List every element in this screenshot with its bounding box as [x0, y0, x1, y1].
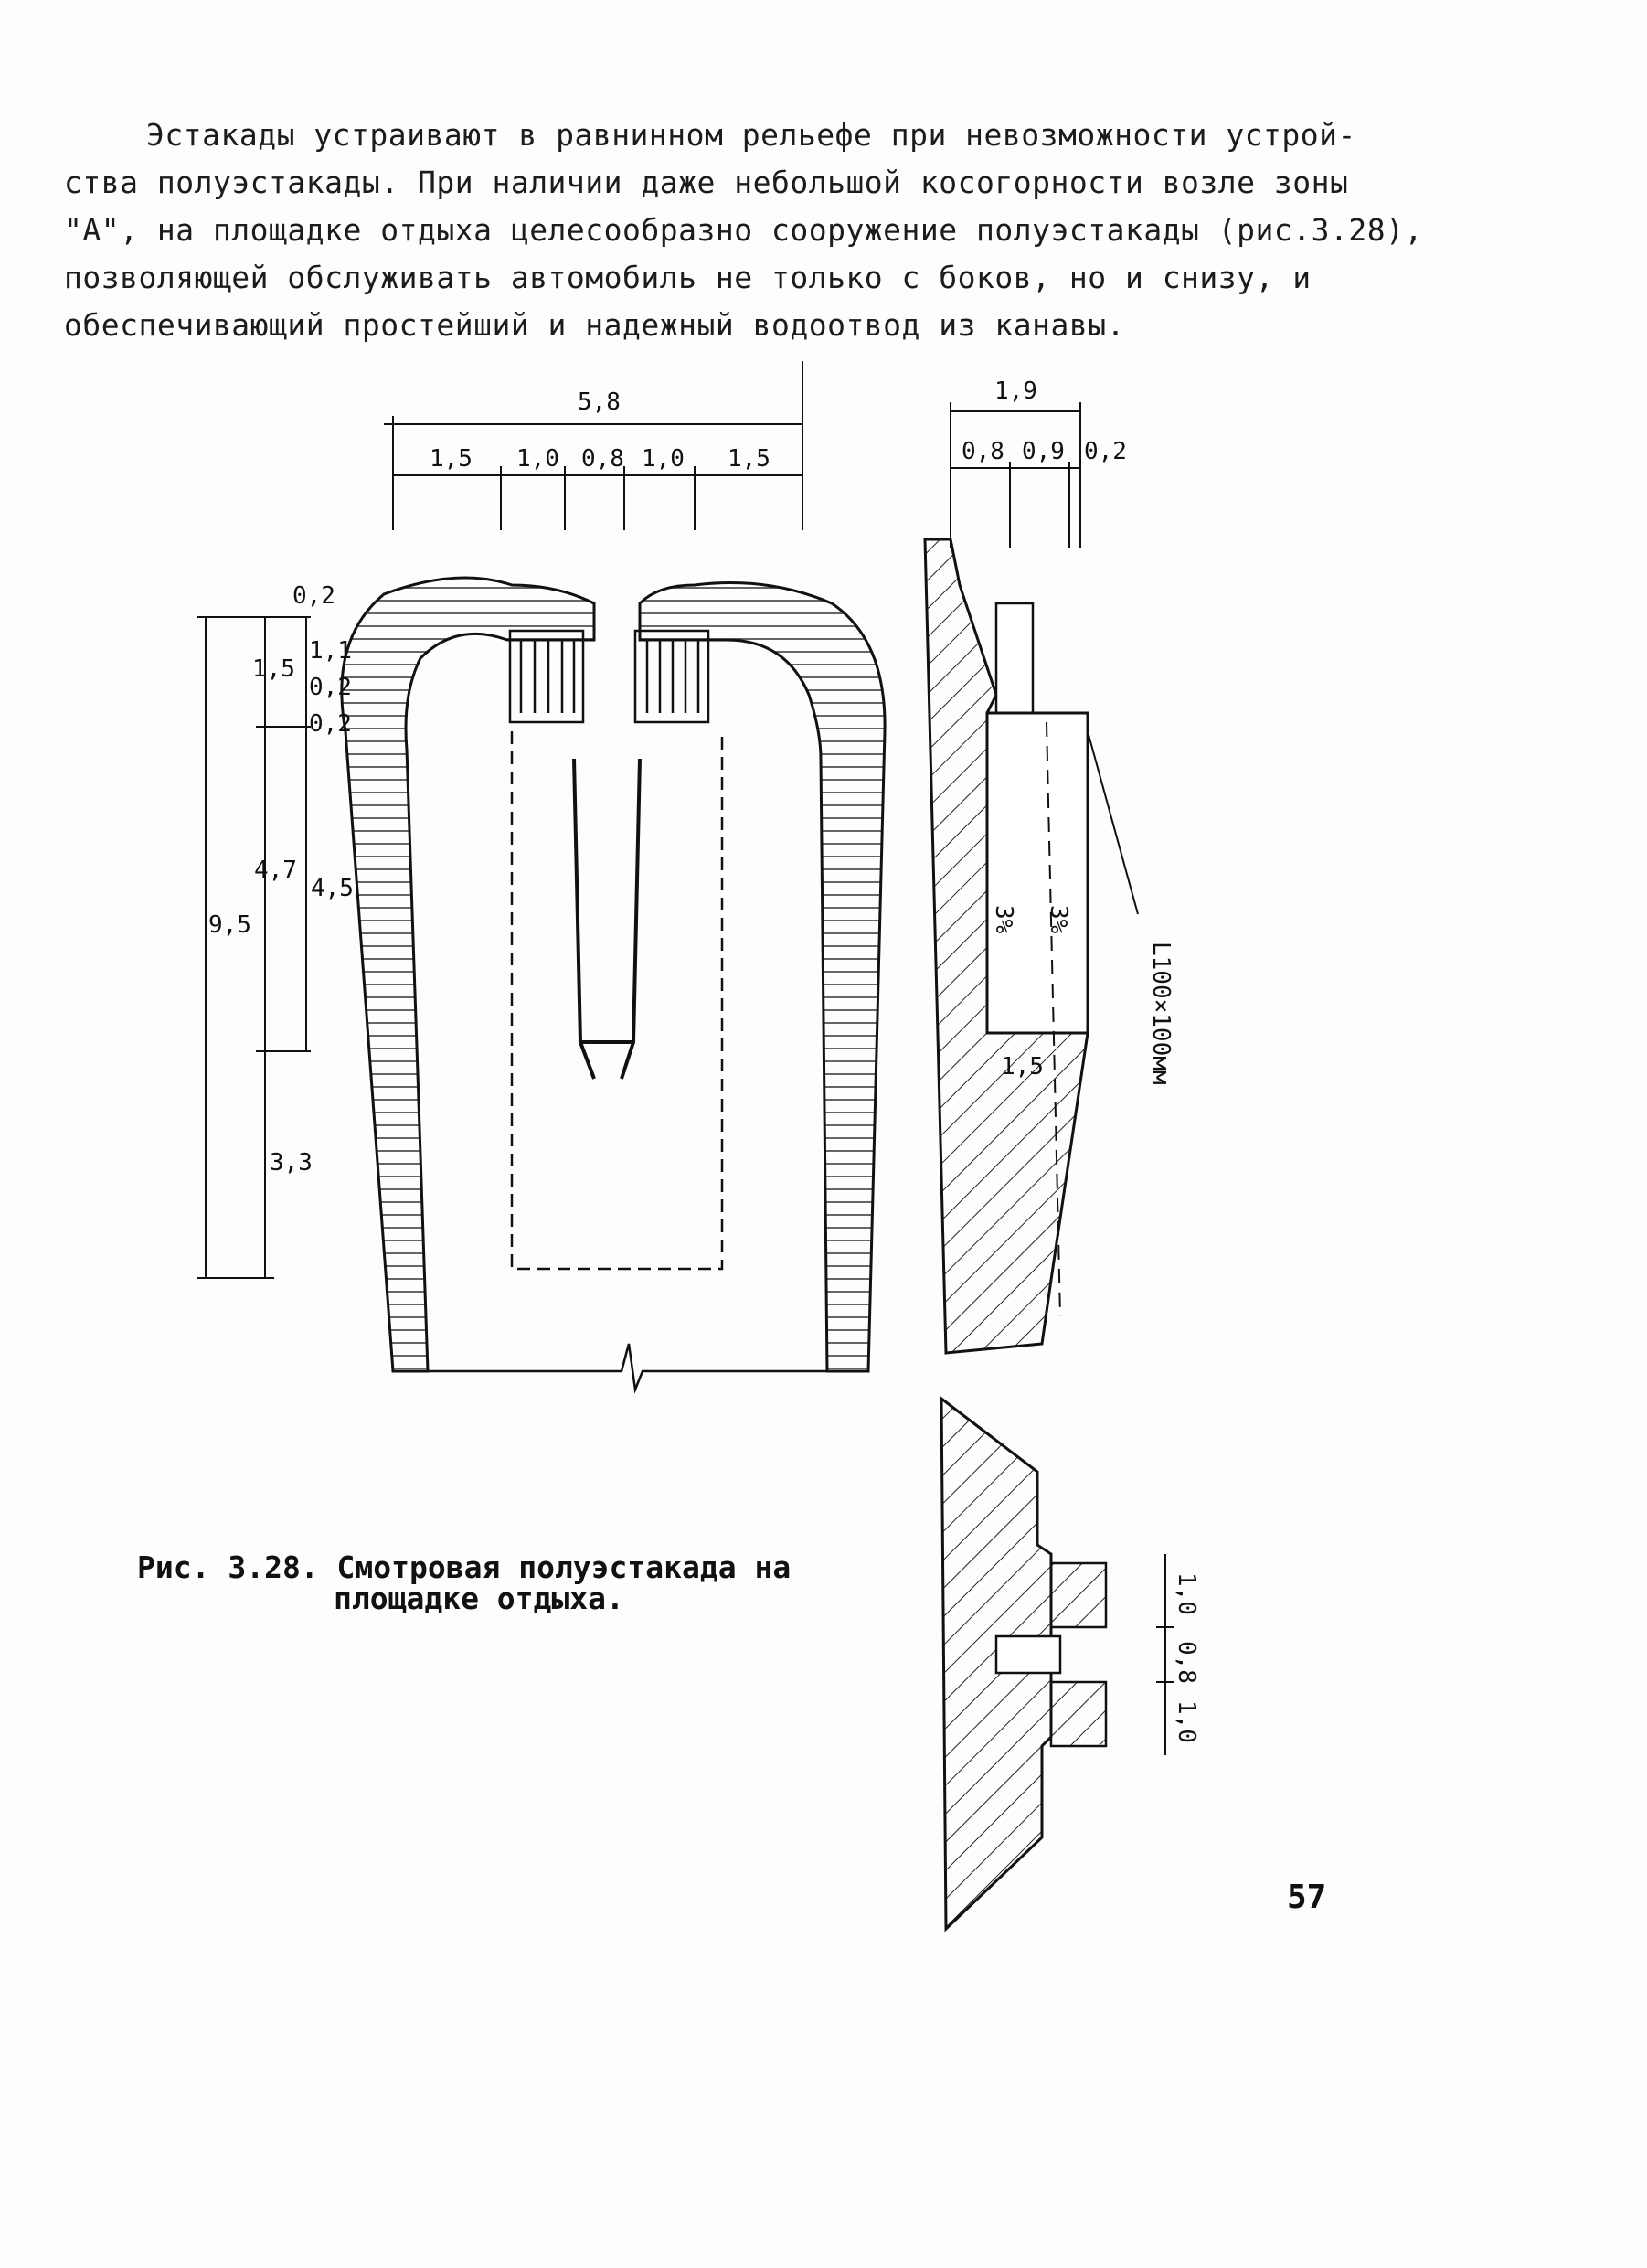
- dim-left: 1,5: [252, 655, 295, 683]
- dim-left: 0,2: [309, 710, 352, 738]
- dim-left: 0,2: [292, 582, 335, 610]
- caption-line: площадке отдыха.: [334, 1581, 624, 1616]
- right-arch: [638, 581, 887, 1373]
- dim-left: 4,7: [254, 857, 297, 884]
- left-arch: [340, 576, 596, 1373]
- inspection-pit: [572, 758, 642, 1080]
- dim-cross: 0,8: [1173, 1641, 1200, 1684]
- cross-section-dimensions: 1,0 0,8 1,0: [1156, 1554, 1200, 1755]
- paragraph-line: ства полуэстакады. При наличии даже небо…: [64, 165, 1349, 200]
- plan-left-dimensions: 0,2 1,1 0,2 0,2 1,5 4,5 4,7 9,5 3,3: [197, 582, 354, 1279]
- body-paragraph: Эстакады устраивают в равнинном рельефе …: [64, 112, 1423, 349]
- dim-part: 1,5: [430, 445, 473, 473]
- paragraph-line: "А", на площадке отдыха целесообразно со…: [64, 212, 1423, 248]
- left-stairs: [508, 629, 585, 724]
- dim-part: 0,8: [581, 445, 624, 473]
- dim-part: 1,0: [642, 445, 685, 473]
- dim-section-total: 1,9: [994, 378, 1037, 405]
- figure-caption: Рис. 3.28. Смотровая полуэстакада на пло…: [137, 1552, 868, 1614]
- section-top-dimensions: 1,9 0,8 0,9 0,2: [950, 378, 1127, 548]
- slope-label: 3%: [1045, 905, 1072, 934]
- right-stairs: [633, 629, 710, 724]
- dim-section-part: 0,2: [1084, 438, 1127, 465]
- inner-platform: [510, 731, 724, 1271]
- dim-section-part: 0,8: [962, 438, 1004, 465]
- dim-left: 1,1: [309, 637, 352, 665]
- paragraph-line: позволяющей обслуживать автомобиль не то…: [64, 260, 1312, 295]
- dim-cross: 1,0: [1173, 1700, 1200, 1743]
- plan-bottom-break: [425, 1343, 868, 1394]
- dim-left: 0,2: [309, 674, 352, 701]
- cross-section-view: 1,0 0,8 1,0: [940, 1395, 1200, 1933]
- section-view: 1,9 0,8 0,9 0,2 3% 3% L100×100мм 1,5: [923, 378, 1174, 1355]
- section-pit: [985, 711, 1089, 1035]
- dim-part: 1,0: [516, 445, 559, 473]
- width-label: 1,5: [1001, 1053, 1044, 1081]
- dim-section-part: 0,9: [1022, 438, 1065, 465]
- dim-left: 9,5: [208, 911, 251, 939]
- slope-label: 3%: [990, 905, 1017, 934]
- dim-cross: 1,0: [1173, 1572, 1200, 1615]
- angle-profile-label: L100×100мм: [1147, 942, 1174, 1085]
- section-stairs: [994, 602, 1035, 715]
- paragraph-line: Эстакады устраивают в равнинном рельефе …: [146, 117, 1356, 153]
- plan-view: 5,8 1,5 1,0 0,8 1,0 1,5: [197, 361, 887, 1394]
- dim-left: 4,5: [311, 875, 354, 902]
- caption-line: Рис. 3.28. Смотровая полуэстакада на: [137, 1549, 792, 1585]
- dim-left: 3,3: [270, 1149, 313, 1177]
- dim-part: 1,5: [728, 445, 770, 473]
- plan-top-dimensions: 5,8 1,5 1,0 0,8 1,0 1,5: [384, 361, 803, 530]
- dim-total-width: 5,8: [578, 389, 621, 416]
- paragraph-line: обеспечивающий простейший и надежный вод…: [64, 307, 1125, 343]
- page-number: 57: [1287, 1879, 1327, 1916]
